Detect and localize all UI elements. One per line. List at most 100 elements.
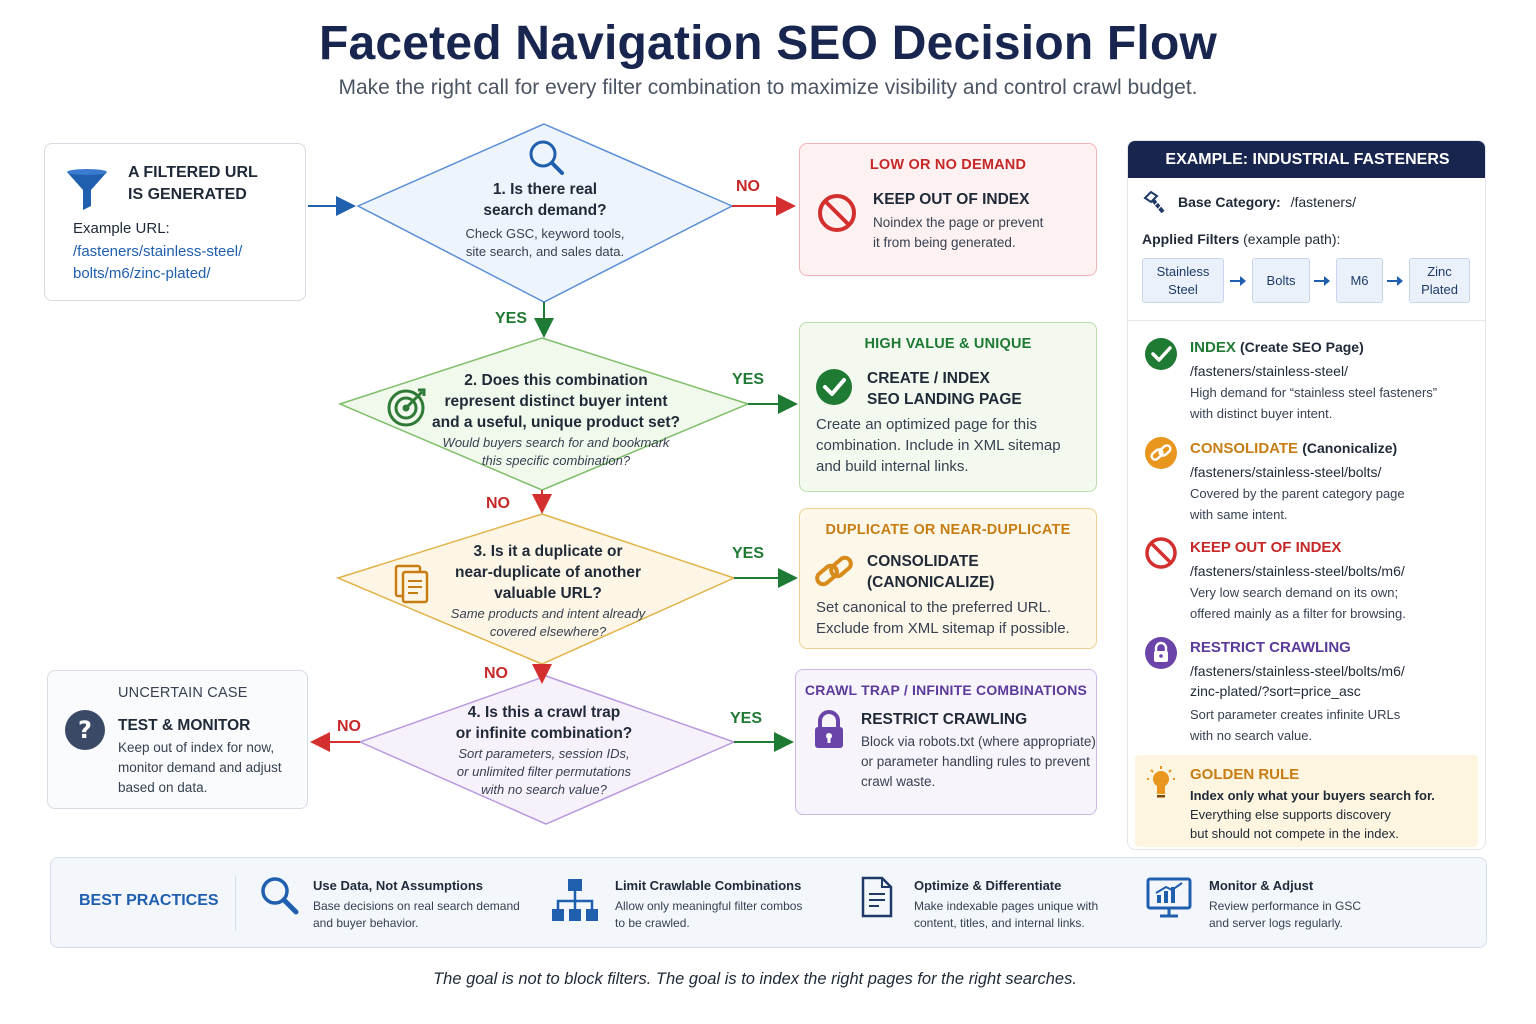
high-value-title2: SEO LANDING PAGE	[867, 391, 1022, 408]
example-restrict-desc1: Sort parameter creates infinite URLs	[1190, 707, 1401, 722]
uncertain-body1: Keep out of index for now,	[118, 740, 275, 755]
outcome-duplicate: DUPLICATE OR NEAR-DUPLICATE CONSOLIDATE …	[799, 508, 1097, 649]
duplicate-documents-icon	[394, 564, 429, 604]
high-value-body3: and build internal links.	[816, 458, 969, 475]
start-title-line2: IS GENERATED	[128, 186, 247, 203]
example-restrict-url1: /fasteners/stainless-steel/bolts/m6/	[1190, 663, 1405, 679]
example-divider	[1128, 320, 1485, 321]
example-item-restrict: RESTRICT CRAWLING /fasteners/stainless-s…	[1190, 638, 1480, 746]
example-item-keep-out: KEEP OUT OF INDEX /fasteners/stainless-s…	[1190, 538, 1480, 624]
chip-3-line1: M6	[1350, 272, 1369, 288]
chip-1-line2: Steel	[1168, 281, 1198, 297]
decision-2-text: 2. Does this combination represent disti…	[420, 370, 692, 470]
example-consolidate-url: /fasteners/stainless-steel/bolts/	[1190, 464, 1382, 480]
example-index-desc1: High demand for “stainless steel fastene…	[1190, 385, 1438, 400]
low-demand-title: KEEP OUT OF INDEX	[873, 191, 1030, 208]
bp-data-desc1: Base decisions on real search demand	[313, 899, 520, 913]
applied-filters-note: (example path):	[1243, 231, 1341, 247]
search-icon	[261, 877, 299, 915]
page-subtitle: Make the right call for every filter com…	[338, 76, 1198, 99]
example-item-consolidate: CONSOLIDATE (Canonicalize) /fasteners/st…	[1190, 438, 1480, 525]
link-circle-icon	[1145, 437, 1177, 469]
bp-divider	[235, 876, 236, 931]
outcome-high-value: HIGH VALUE & UNIQUE CREATE / INDEX SEO L…	[799, 322, 1097, 492]
start-title-line1: A FILTERED URL	[128, 164, 258, 181]
lock-icon	[815, 710, 843, 748]
decision-2-q1: 2. Does this combination	[464, 372, 648, 389]
target-icon	[387, 388, 426, 427]
bp-monitor-desc1: Review performance in GSC	[1209, 899, 1362, 913]
decision-2-q3: and a useful, unique product set?	[431, 414, 680, 431]
decision-1-s1: Check GSC, keyword tools,	[465, 226, 625, 241]
outcome-low-demand: LOW OR NO DEMAND KEEP OUT OF INDEX Noind…	[799, 143, 1097, 276]
decision-4-q1: 4. Is this a crawl trap	[467, 704, 621, 721]
bp-limit-title: Limit Crawlable Combinations	[615, 878, 802, 893]
decision-3-q2: near-duplicate of another	[454, 564, 642, 581]
question-icon: ?	[65, 710, 105, 750]
decision-2-s2: this specific combination?	[481, 453, 631, 468]
monitor-chart-icon	[1146, 877, 1192, 918]
prohibited-icon	[1145, 537, 1177, 569]
duplicate-body1: Set canonical to the preferred URL.	[816, 599, 1052, 616]
example-keepout-desc2: offered mainly as a filter for browsing.	[1190, 606, 1406, 621]
document-edit-icon	[861, 876, 893, 918]
decision-4-text: 4. Is this a crawl trap or infinite comb…	[416, 702, 672, 799]
d2-no-label: NO	[486, 495, 510, 512]
low-demand-body1: Noindex the page or prevent	[873, 215, 1044, 230]
chip-4-line2: Plated	[1421, 281, 1458, 297]
outcome-crawl-trap: CRAWL TRAP / INFINITE COMBINATIONS RESTR…	[795, 669, 1097, 815]
decision-4-s2: or unlimited filter permutations	[456, 764, 632, 779]
example-restrict-desc2: with no search value.	[1190, 728, 1313, 743]
golden-rule-line1: Index only what your buyers search for.	[1190, 788, 1435, 803]
duplicate-body2: Exclude from XML sitemap if possible.	[816, 620, 1070, 637]
decision-2-s1: Would buyers search for and bookmark	[442, 435, 670, 450]
footer-note: The goal is not to block filters. The go…	[433, 970, 1077, 988]
hierarchy-icon	[552, 879, 598, 921]
arrow-right-icon	[1230, 276, 1246, 286]
golden-rule-box	[1135, 755, 1478, 847]
base-category-value: /fasteners/	[1290, 194, 1356, 210]
decision-4-s3: with no search value?	[481, 782, 607, 797]
bp-data-title: Use Data, Not Assumptions	[313, 878, 483, 893]
lock-circle-icon	[1145, 637, 1177, 669]
bp-item-monitor: Monitor & Adjust Review performance in G…	[1209, 877, 1361, 932]
example-index-desc2: with distinct buyer intent.	[1190, 406, 1333, 421]
prohibited-icon	[818, 194, 856, 232]
applied-filters-label: Applied Filters	[1142, 231, 1240, 247]
low-demand-header: LOW OR NO DEMAND	[869, 157, 1027, 173]
bp-limit-desc1: Allow only meaningful filter combos	[615, 899, 803, 913]
high-value-body1: Create an optimized page for this	[816, 416, 1037, 433]
bp-monitor-desc2: and server logs regularly.	[1209, 916, 1343, 930]
d1-no-label: NO	[736, 178, 760, 195]
decision-2-q2: represent distinct buyer intent	[444, 393, 668, 410]
chip-2-line1: Bolts	[1266, 272, 1296, 288]
svg-text:?: ?	[78, 716, 92, 744]
example-item-index: INDEX (Create SEO Page) /fasteners/stain…	[1190, 337, 1480, 424]
base-category-label: Base Category:	[1178, 194, 1281, 210]
bp-item-optimize: Optimize & Differentiate Make indexable …	[914, 877, 1098, 932]
decision-3-s1: Same products and intent already	[450, 606, 646, 621]
example-index-url: /fasteners/stainless-steel/	[1190, 363, 1348, 379]
example-index-paren: (Create SEO Page)	[1240, 339, 1364, 355]
golden-rule-line3: but should not compete in the index.	[1190, 826, 1399, 841]
example-consolidate-title: CONSOLIDATE	[1190, 440, 1299, 457]
crawl-trap-body3: crawl waste.	[861, 774, 936, 789]
filter-chip-m6: M6	[1336, 258, 1383, 303]
check-circle-icon	[816, 369, 852, 405]
lightbulb-icon	[1147, 766, 1175, 798]
example-header: EXAMPLE: INDUSTRIAL FASTENERS	[1128, 141, 1485, 178]
applied-filters: Applied Filters (example path):	[1142, 231, 1340, 247]
start-url-line1: /fasteners/stainless-steel/	[73, 243, 243, 260]
d2-yes-label: YES	[732, 371, 765, 388]
start-url-line2: bolts/m6/zinc-plated/	[73, 265, 211, 282]
bp-limit-desc2: to be crawled.	[615, 916, 690, 930]
example-restrict-url2: zinc-plated/?sort=price_asc	[1190, 683, 1361, 699]
decision-4-s1: Sort parameters, session IDs,	[458, 746, 630, 761]
example-index-title: INDEX	[1190, 339, 1236, 356]
decision-3-q3: valuable URL?	[494, 585, 602, 602]
duplicate-title2: (CANONICALIZE)	[867, 574, 995, 591]
crawl-trap-title: RESTRICT CRAWLING	[861, 711, 1028, 728]
funnel-icon	[67, 169, 107, 210]
